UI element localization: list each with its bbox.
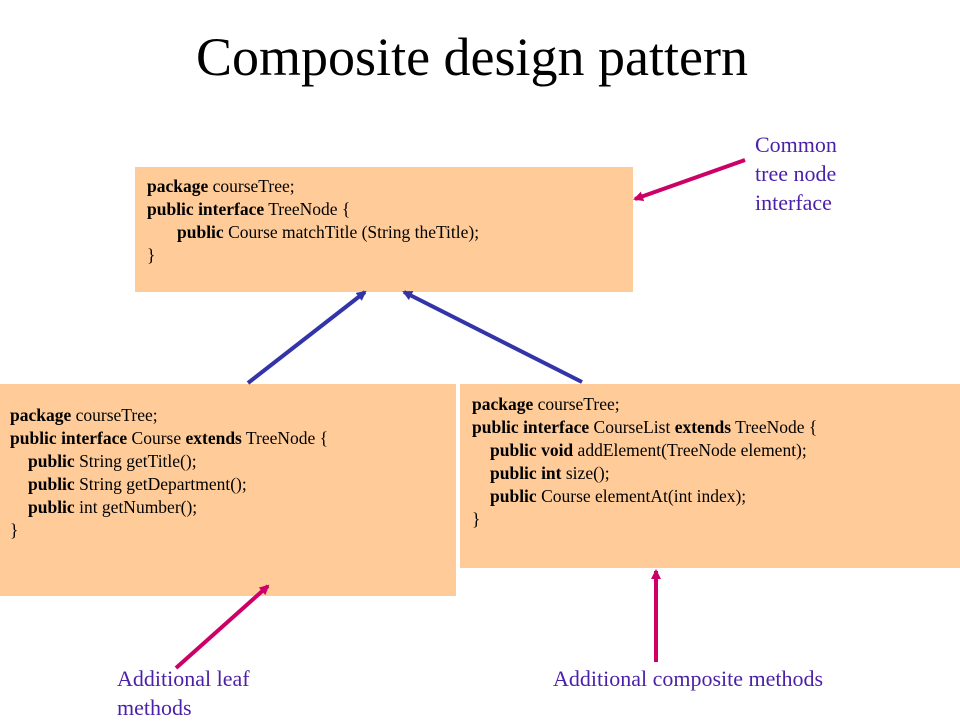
code-text: courseTree; [208,176,295,196]
common-interface-note: Common tree node interface [755,130,885,217]
code-line: public void addElement(TreeNode element)… [472,439,960,462]
treenode-interface-box: package courseTree;public interface Tree… [135,167,633,292]
code-text: String getTitle(); [74,451,197,471]
code-line: public int size(); [472,462,960,485]
code-text: int getNumber(); [74,497,198,517]
code-line: public Course matchTitle (String theTitl… [147,221,633,244]
code-keyword: extends [674,417,732,437]
code-keyword: public [28,497,75,517]
leaf-methods-note: Additional leaf methods [117,664,317,722]
code-text: Course elementAt(int index); [536,486,747,506]
code-line: } [472,508,960,531]
code-text: } [10,520,19,540]
code-text: TreeNode { [264,199,351,219]
code-text: Course matchTitle (String theTitle); [223,222,480,242]
code-text: size(); [561,463,610,483]
code-text: Course [127,428,186,448]
courselist-interface-box: package courseTree;public interface Cour… [460,384,960,568]
code-text: TreeNode { [241,428,329,448]
note-line: tree node [755,161,837,186]
composite-methods-note: Additional composite methods [553,664,913,693]
code-keyword: package [472,394,534,414]
code-keyword: public [28,451,75,471]
code-text: addElement(TreeNode element); [573,440,807,460]
code-keyword: extends [185,428,242,448]
code-line: package courseTree; [472,393,960,416]
code-keyword: package [10,405,72,425]
code-keyword: public interface [472,417,590,437]
note-line: Common [755,132,837,157]
code-line: public interface Course extends TreeNode… [10,427,456,450]
common-interface-pointer-arrow [633,158,746,202]
page-title: Composite design pattern [196,27,748,87]
code-line: public interface TreeNode { [147,198,633,221]
code-line: package courseTree; [10,404,456,427]
code-line: } [10,519,456,542]
leaf-methods-pointer-arrow [174,584,270,670]
code-text: String getDepartment(); [74,474,247,494]
course-interface-box: package courseTree;public interface Cour… [0,384,456,596]
code-keyword: public int [490,463,562,483]
code-line: public interface CourseList extends Tree… [472,416,960,439]
note-line: methods [117,695,192,720]
note-line: interface [755,190,832,215]
code-text: TreeNode { [731,417,818,437]
code-keyword: public [177,222,224,242]
code-text: } [472,509,481,529]
code-keyword: public interface [10,428,128,448]
code-line: package courseTree; [147,175,633,198]
code-line: public String getDepartment(); [10,473,456,496]
code-line: } [147,244,633,267]
note-line: Additional composite methods [553,666,824,691]
code-keyword: public [490,486,537,506]
courselist-extends-treenode-arrow [402,290,583,384]
code-keyword: public void [490,440,574,460]
code-keyword: public [28,474,75,494]
code-text: CourseList [589,417,675,437]
code-keyword: public interface [147,199,265,219]
note-line: Additional leaf [117,666,250,691]
course-extends-treenode-arrow [246,290,367,385]
code-text: courseTree; [71,405,158,425]
code-line: public int getNumber(); [10,496,456,519]
code-line: public Course elementAt(int index); [472,485,960,508]
code-text: courseTree; [533,394,620,414]
code-keyword: package [147,176,209,196]
code-line: public String getTitle(); [10,450,456,473]
code-text: } [147,245,156,265]
